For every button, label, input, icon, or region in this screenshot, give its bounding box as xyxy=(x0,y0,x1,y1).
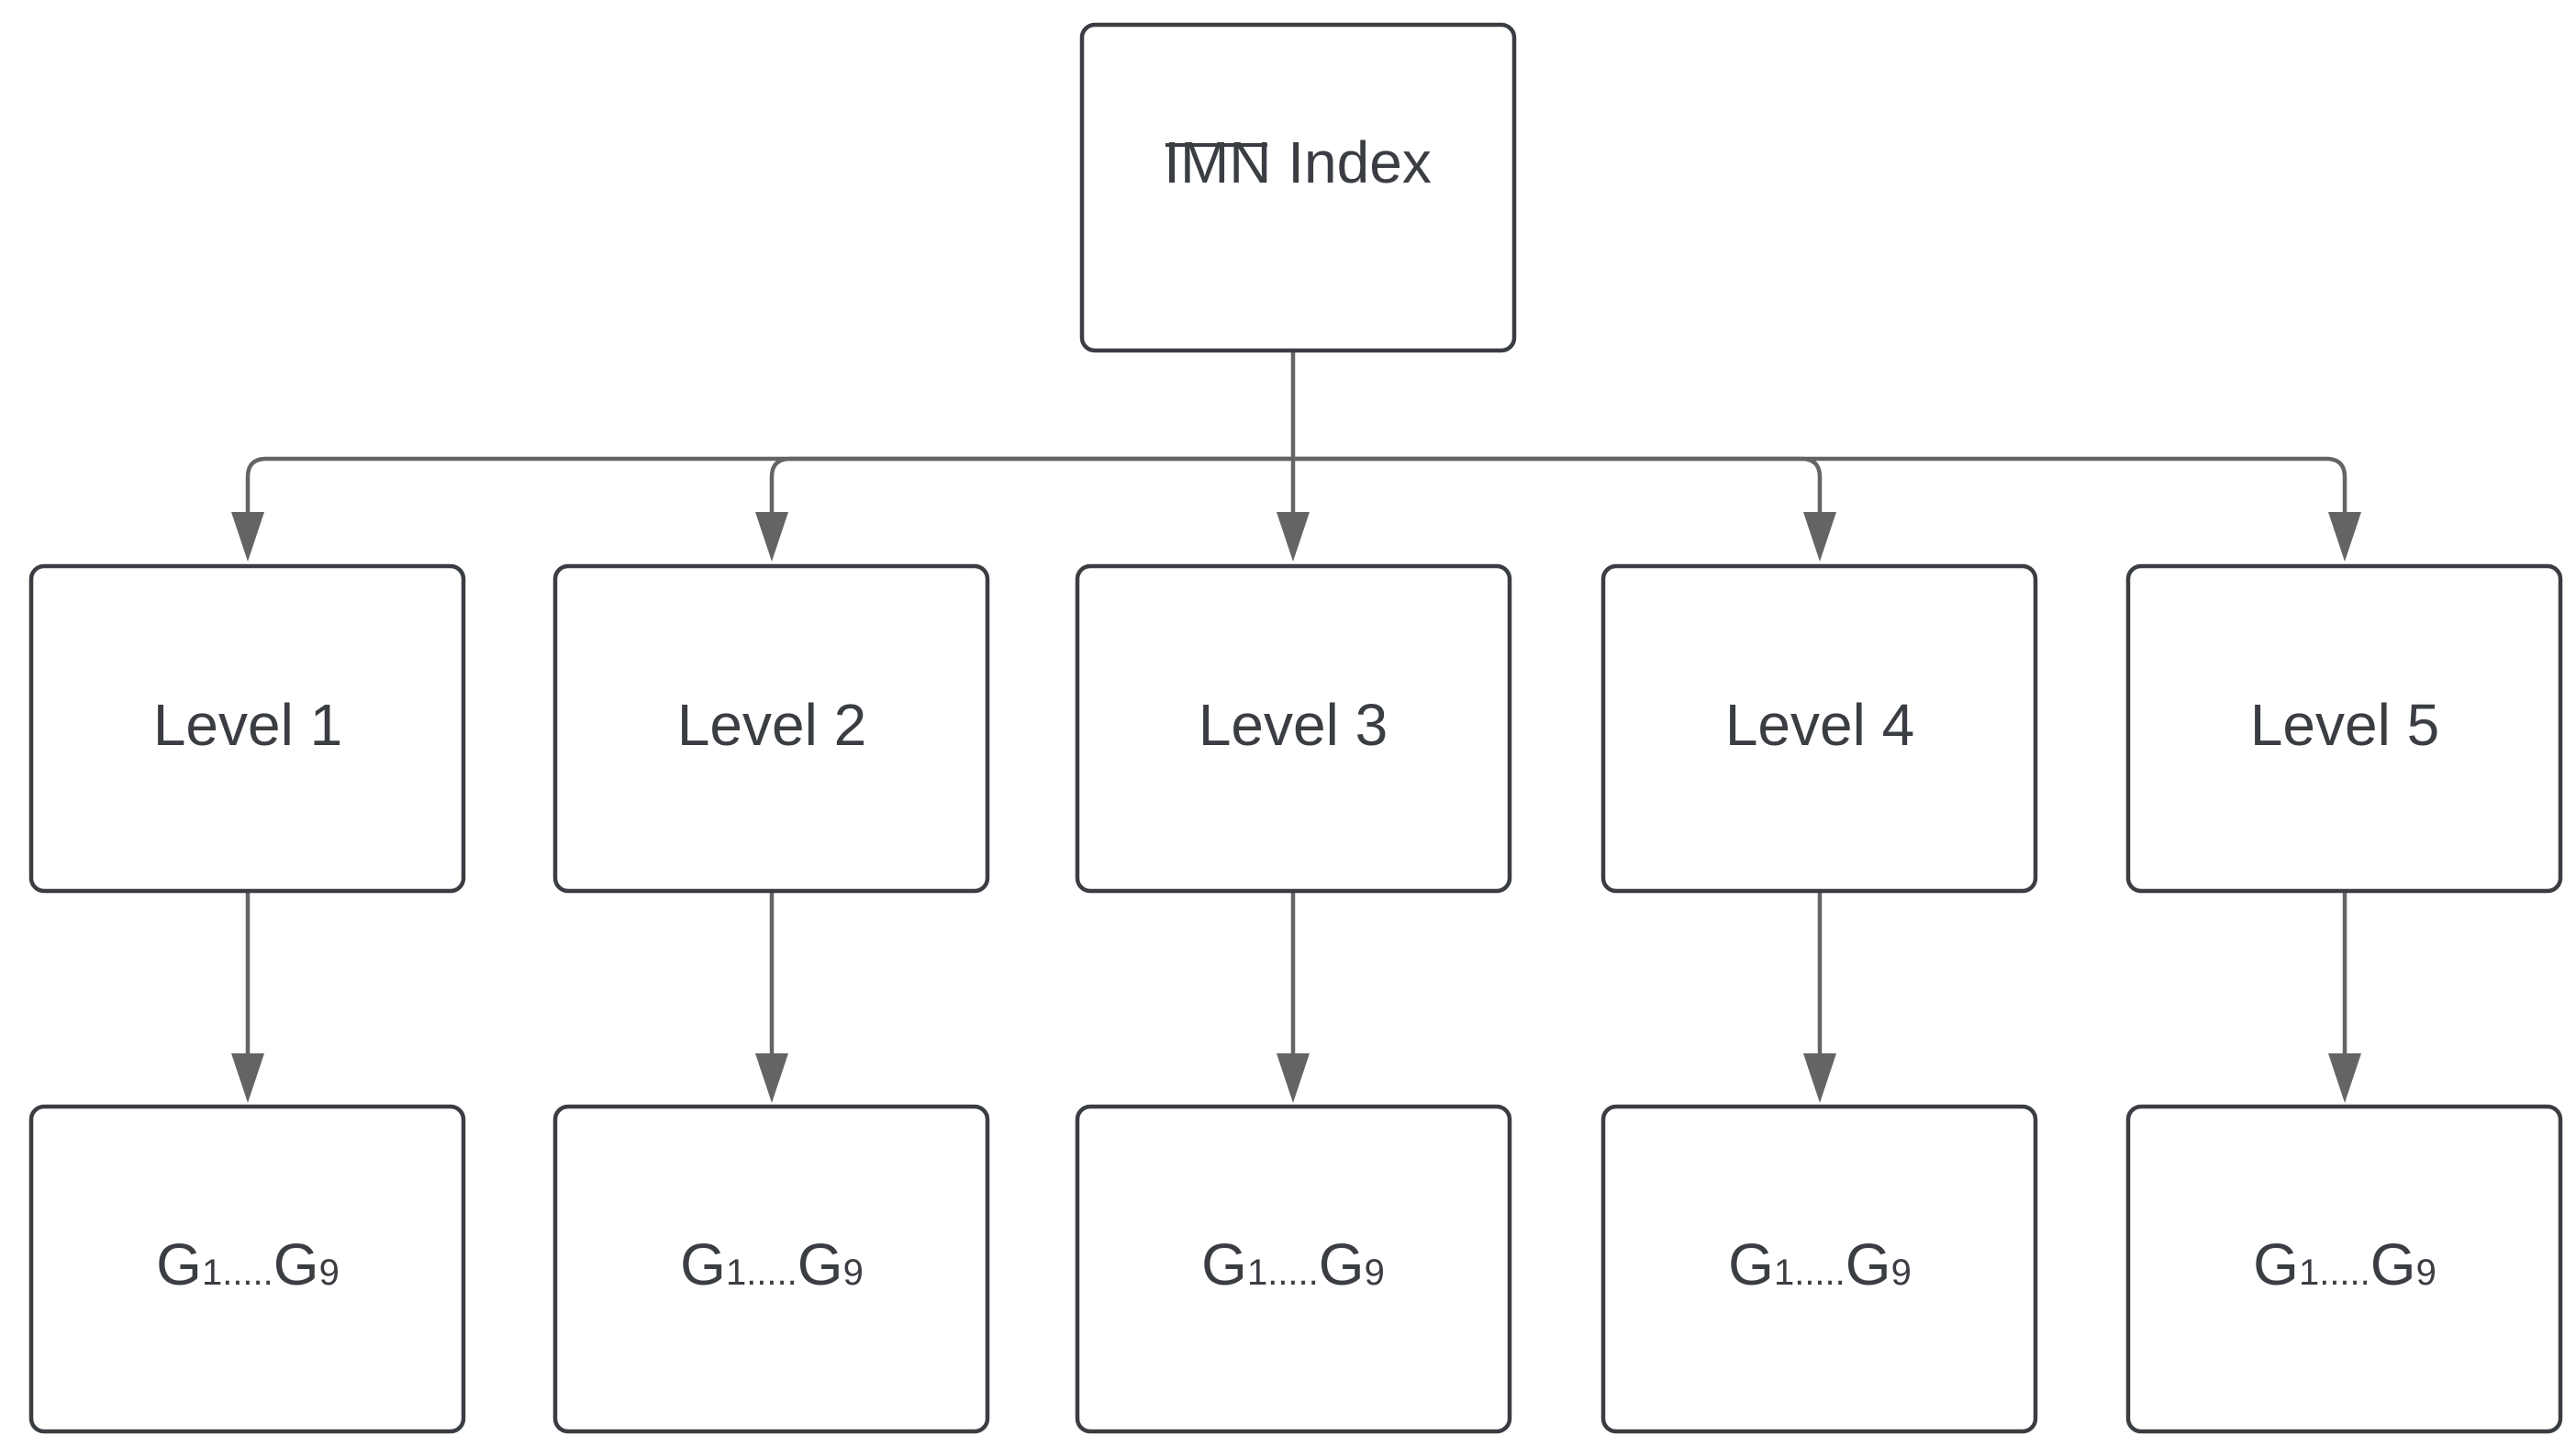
group-first-sub: 1 xyxy=(1247,1252,1267,1293)
group-last-base: G xyxy=(273,1231,319,1297)
level-node-5-box xyxy=(2125,563,2563,894)
group-first-sub: 1 xyxy=(726,1252,746,1293)
group-dots: ..... xyxy=(1794,1252,1846,1293)
level-nodes: Level 1 Level 2 Level 3 Level 4 Level 5 xyxy=(28,563,2563,894)
group-first-sub: 1 xyxy=(202,1252,222,1293)
group-dots: ..... xyxy=(222,1252,273,1293)
level-node-3-box xyxy=(1075,563,1512,894)
group-last-sub: 9 xyxy=(843,1252,864,1293)
group-node-1-box xyxy=(28,1104,466,1434)
root-node: IMN Index xyxy=(1079,22,1517,353)
group-node-3-box xyxy=(1075,1104,1512,1434)
arrowhead-groups-2 xyxy=(755,1053,788,1103)
arrowhead-groups-5 xyxy=(2328,1053,2361,1103)
root-prefix: IMN xyxy=(1164,129,1271,195)
arrowheads xyxy=(231,512,2361,1103)
group-node-5-label: G1.....G9 xyxy=(2253,1231,2437,1297)
group-last-sub: 9 xyxy=(319,1252,340,1293)
arrowhead-level-4 xyxy=(1803,512,1836,562)
level-node-3-label: Level 3 xyxy=(1199,692,1388,758)
group-node-3-label: G1.....G9 xyxy=(1201,1231,1385,1297)
group-first-sub: 1 xyxy=(2299,1252,2319,1293)
root-suffix: Index xyxy=(1271,129,1431,195)
group-node-4-label: G1.....G9 xyxy=(1728,1231,1912,1297)
edges xyxy=(245,351,2347,1060)
group-last-base: G xyxy=(1846,1231,1891,1297)
level-node-4-label: Level 4 xyxy=(1725,692,1914,758)
level-node-4: Level 4 xyxy=(1600,563,2038,894)
edge-root-level-1 xyxy=(245,456,1293,518)
level-node-2-box xyxy=(552,563,990,894)
group-dots: ..... xyxy=(2319,1252,2370,1293)
level-node-1-box xyxy=(28,563,466,894)
group-node-5: G1.....G9 xyxy=(2125,1104,2563,1434)
group-last-sub: 9 xyxy=(2416,1252,2437,1293)
level-node-5: Level 5 xyxy=(2125,563,2563,894)
arrowhead-level-5 xyxy=(2328,512,2361,562)
arrowhead-groups-4 xyxy=(1803,1053,1836,1103)
group-node-2: G1.....G9 xyxy=(552,1104,990,1434)
group-node-4-box xyxy=(1600,1104,2038,1434)
group-node-2-box xyxy=(552,1104,990,1434)
edge-root-level-4 xyxy=(1293,456,1823,518)
group-last-base: G xyxy=(797,1231,843,1297)
group-node-2-label: G1.....G9 xyxy=(680,1231,864,1297)
group-first-base: G xyxy=(1728,1231,1774,1297)
edge-root-level-5 xyxy=(1293,456,2347,518)
group-last-sub: 9 xyxy=(1365,1252,1385,1293)
arrowhead-level-2 xyxy=(755,512,788,562)
level-node-1-label: Level 1 xyxy=(153,692,342,758)
level-node-4-box xyxy=(1600,563,2038,894)
arrowhead-level-3 xyxy=(1277,512,1310,562)
group-first-sub: 1 xyxy=(1774,1252,1794,1293)
group-first-base: G xyxy=(2253,1231,2299,1297)
root-node-label: IMN Index xyxy=(1164,129,1432,195)
level-node-2-label: Level 2 xyxy=(677,692,866,758)
group-node-3: G1.....G9 xyxy=(1075,1104,1512,1434)
group-first-base: G xyxy=(1201,1231,1247,1297)
group-node-1-label: G1.....G9 xyxy=(156,1231,340,1297)
level-node-5-label: Level 5 xyxy=(2250,692,2439,758)
group-first-base: G xyxy=(156,1231,202,1297)
group-dots: ..... xyxy=(1267,1252,1319,1293)
group-last-sub: 9 xyxy=(1891,1252,1912,1293)
arrowhead-groups-3 xyxy=(1277,1053,1310,1103)
group-node-4: G1.....G9 xyxy=(1600,1104,2038,1434)
group-node-5-box xyxy=(2125,1104,2563,1434)
group-last-base: G xyxy=(1319,1231,1365,1297)
group-dots: ..... xyxy=(746,1252,797,1293)
group-nodes: G1.....G9 G1.....G9 G1.....G9 G1.....G9 … xyxy=(28,1104,2563,1434)
level-node-3: Level 3 xyxy=(1075,563,1512,894)
group-node-1: G1.....G9 xyxy=(28,1104,466,1434)
group-first-base: G xyxy=(680,1231,726,1297)
level-node-1: Level 1 xyxy=(28,563,466,894)
arrowhead-groups-1 xyxy=(231,1053,264,1103)
root-node-box xyxy=(1079,22,1517,353)
edge-root-level-2 xyxy=(769,456,1293,518)
level-node-2: Level 2 xyxy=(552,563,990,894)
arrowhead-level-1 xyxy=(231,512,264,562)
group-last-base: G xyxy=(2370,1231,2416,1297)
